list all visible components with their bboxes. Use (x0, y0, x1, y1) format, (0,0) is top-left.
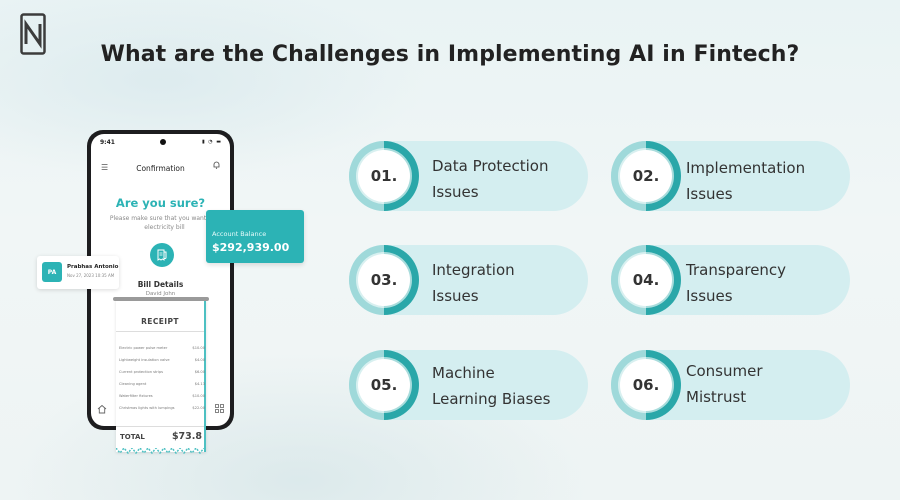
avatar: PA (42, 262, 62, 282)
confirm-question: Are you sure? (115, 196, 206, 210)
receipt-amount: $10.00 (192, 394, 205, 398)
number-ring: 04. (611, 245, 681, 315)
logo-icon (20, 13, 46, 55)
receipt-line: Current protection strips $6.00 (119, 370, 205, 376)
challenge-label: Implementation Issues (686, 155, 836, 207)
challenge-number: 06. (620, 359, 672, 411)
challenge-label-line2: Learning Biases (432, 390, 551, 408)
challenge-item-05: 05. Machine Learning Biases (349, 350, 588, 420)
challenge-label-line2: Issues (432, 287, 479, 305)
challenge-label-line1: Consumer (686, 362, 763, 380)
number-ring: 05. (349, 350, 419, 420)
challenge-label: Consumer Mistrust (686, 358, 836, 410)
challenge-label: Data Protection Issues (432, 153, 582, 205)
bill-name: David John (145, 291, 176, 297)
receipt-amount: $4.13 (194, 382, 205, 386)
challenge-item-01: 01. Data Protection Issues (349, 141, 588, 211)
user-card: PA Prabhas Antonio Nov 27, 2023 10:35 AM (37, 256, 119, 289)
status-time: 9:41 (100, 139, 115, 146)
challenge-label-line2: Issues (686, 185, 733, 203)
number-ring: 03. (349, 245, 419, 315)
receipt-item: Waterfilter fixtures (119, 394, 153, 398)
challenge-label-line2: Mistrust (686, 388, 747, 406)
receipt-item: Christmas lights with lumpings (119, 406, 175, 410)
challenge-item-04: 04. Transparency Issues (611, 245, 850, 315)
receipt-amount: $4.00 (194, 358, 205, 362)
challenge-number: 05. (358, 359, 410, 411)
receipt-line: Lightweight insulation valve $4.00 (119, 358, 205, 364)
menu-icon[interactable]: ☰ (101, 163, 109, 172)
challenge-label-line1: Data Protection (432, 157, 549, 175)
receipt-divider (116, 331, 204, 332)
grid-icon[interactable] (215, 404, 224, 413)
confirm-description: Please make sure that you want pay elect… (109, 215, 220, 231)
challenge-number: 03. (358, 254, 410, 306)
challenge-label-line2: Issues (686, 287, 733, 305)
challenge-label-line1: Implementation (686, 159, 806, 177)
screen-title: Confirmation (136, 164, 185, 173)
receipt-slot (113, 297, 209, 301)
challenge-label: Transparency Issues (686, 257, 836, 309)
challenge-number: 02. (620, 150, 672, 202)
receipt-card: RECEIPT Electric power pulse meter $10.0… (113, 297, 209, 454)
receipt-line: Electric power pulse meter $10.00 (119, 346, 205, 352)
challenge-item-02: 02. Implementation Issues (611, 141, 850, 211)
challenge-label: Machine Learning Biases (432, 360, 582, 412)
user-name: Prabhas Antonio (67, 264, 119, 270)
home-icon[interactable] (97, 404, 107, 414)
challenge-number: 01. (358, 150, 410, 202)
challenge-item-06: 06. Consumer Mistrust (611, 350, 850, 420)
receipt-torn-edge (116, 448, 206, 454)
receipt-line: Waterfilter fixtures $10.00 (119, 394, 205, 400)
account-balance-card: Account Balance $292,939.00 (206, 210, 304, 263)
challenge-item-03: 03. Integration Issues (349, 245, 588, 315)
receipt-item: Electric power pulse meter (119, 346, 168, 350)
number-ring: 06. (611, 350, 681, 420)
challenge-label: Integration Issues (432, 257, 582, 309)
receipt-item: Cleaning agent (119, 382, 147, 386)
challenge-label-line2: Issues (432, 183, 479, 201)
balance-value: $292,939.00 (212, 241, 290, 254)
balance-label: Account Balance (212, 230, 267, 238)
receipt-line: Cleaning agent $4.13 (119, 382, 205, 388)
receipt-icon (157, 249, 167, 261)
challenge-label-line1: Integration (432, 261, 515, 279)
receipt-item: Lightweight insulation valve (119, 358, 170, 362)
status-icons: ▮ ◔ ▬ (201, 139, 222, 145)
number-ring: 01. (349, 141, 419, 211)
receipt-divider (116, 426, 204, 427)
bill-badge (150, 243, 174, 267)
camera-dot (160, 139, 166, 145)
bill-details-label: Bill Details (137, 280, 184, 289)
receipt-total-label: TOTAL (120, 433, 145, 441)
user-date: Nov 27, 2023 10:35 AM (67, 273, 115, 278)
receipt-line: Christmas lights with lumpings $22.00 (119, 406, 205, 412)
challenge-label-line1: Machine (432, 364, 495, 382)
receipt-total-value: $73.8 (171, 431, 202, 442)
receipt-item: Current protection strips (119, 370, 164, 374)
page-title: What are the Challenges in Implementing … (100, 42, 800, 67)
receipt-amount: $22.00 (192, 406, 205, 410)
challenge-number: 04. (620, 254, 672, 306)
number-ring: 02. (611, 141, 681, 211)
bell-icon[interactable] (213, 161, 220, 169)
receipt-amount: $10.00 (192, 346, 205, 350)
challenge-label-line1: Transparency (686, 261, 787, 279)
receipt-title: RECEIPT (141, 317, 179, 326)
receipt-amount: $6.00 (194, 370, 205, 374)
